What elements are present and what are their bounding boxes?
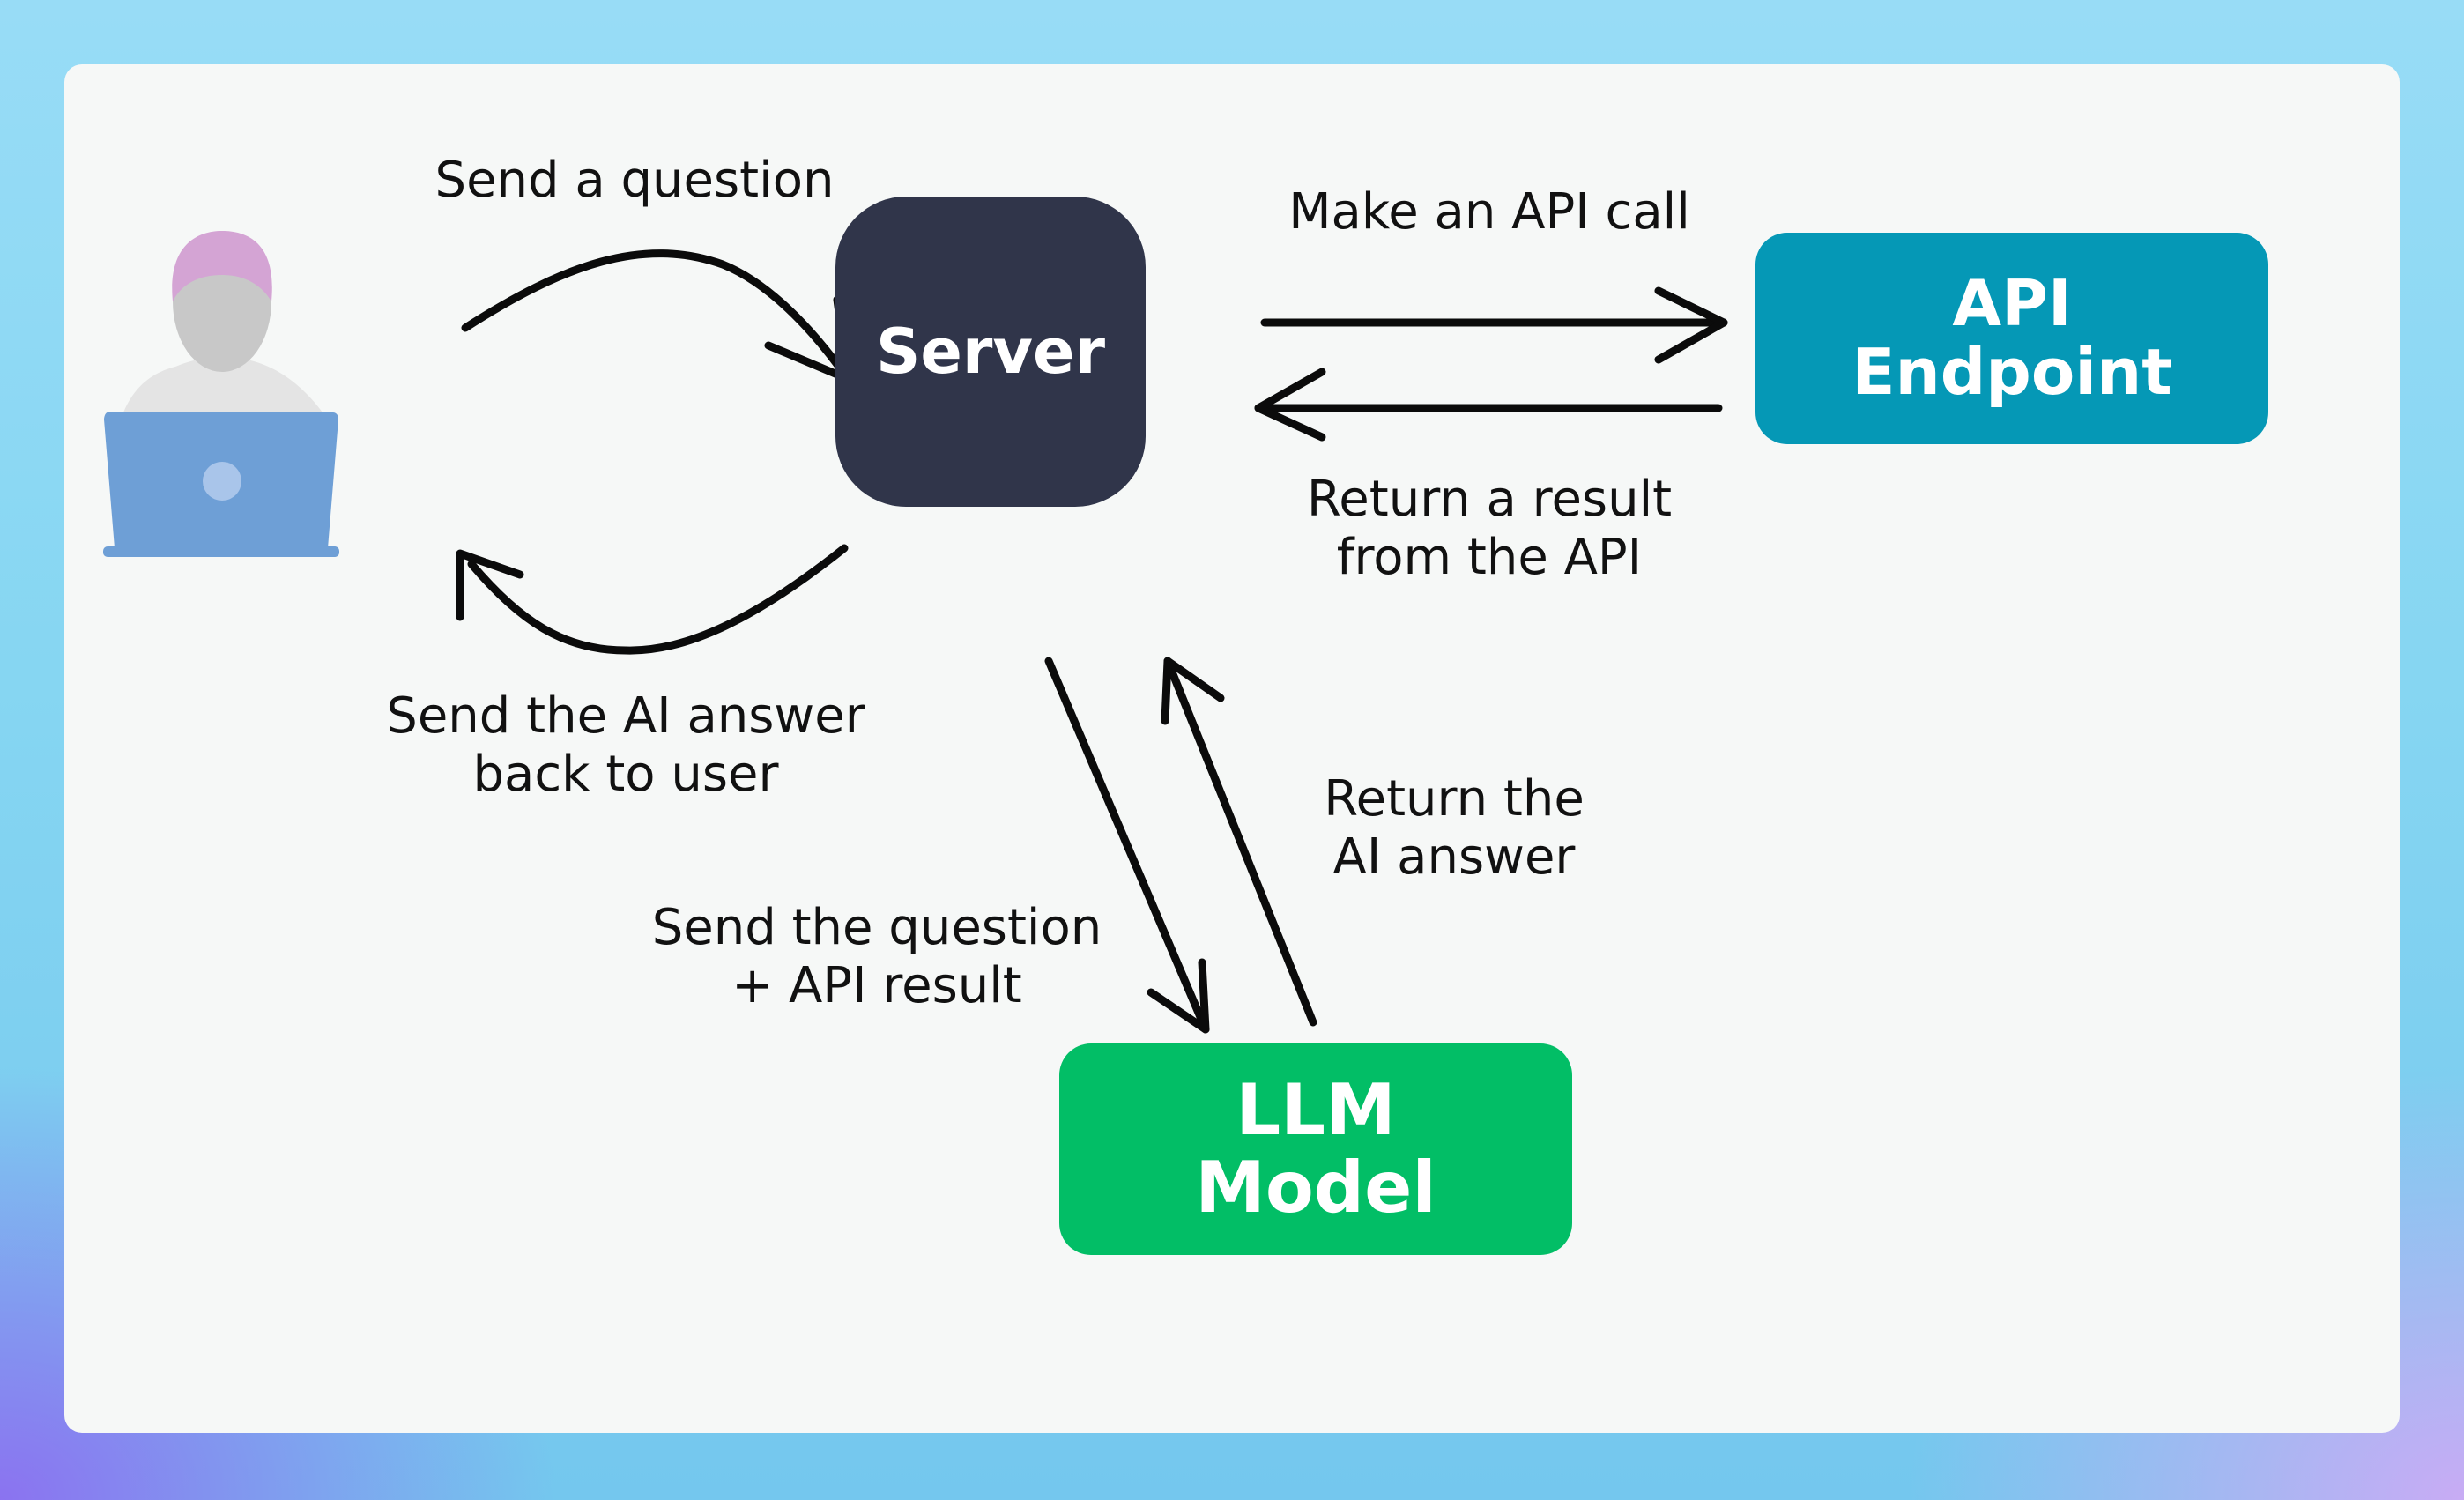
edge-label-send-question: Send a question: [434, 152, 835, 209]
edge-label-return-ai-answer: Return the AI answer: [1324, 770, 1585, 887]
edge-label-send-to-llm: Send the question + API result: [651, 899, 1102, 1015]
api-endpoint-node: API Endpoint: [1755, 233, 2268, 444]
edge-label-send-answer-back: Send the AI answer back to user: [386, 687, 865, 804]
server-node: Server: [835, 197, 1146, 507]
edge-label-make-api-call: Make an API call: [1288, 183, 1690, 241]
llm-model-label: LLM Model: [1195, 1069, 1436, 1229]
server-label: Server: [875, 316, 1106, 388]
api-endpoint-label: API Endpoint: [1852, 266, 2172, 409]
llm-model-node: LLM Model: [1059, 1043, 1572, 1255]
edge-label-return-api-result: Return a result from the API: [1306, 471, 1673, 587]
